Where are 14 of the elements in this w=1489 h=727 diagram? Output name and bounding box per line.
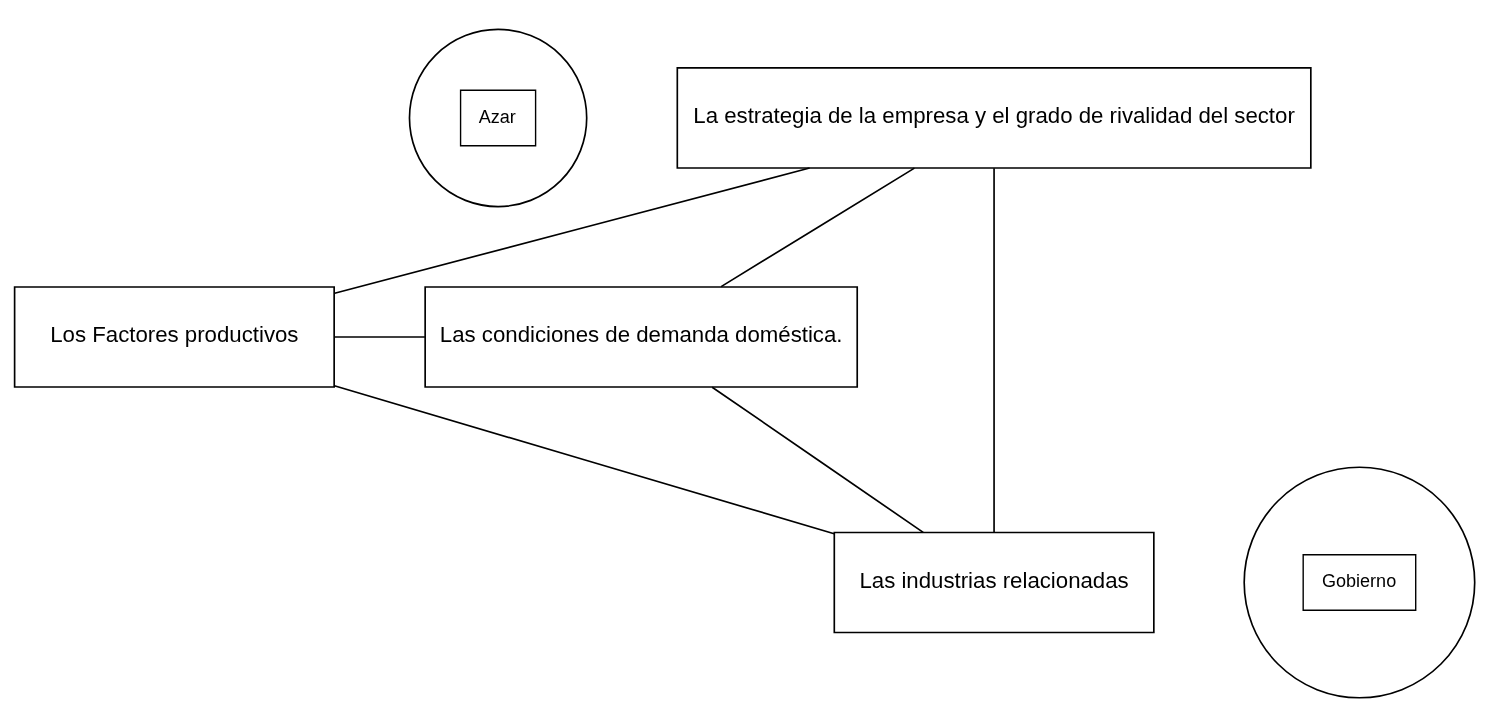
node-box: Las condiciones de demanda doméstica.	[424, 286, 859, 388]
connector	[711, 386, 925, 534]
node-box: Las industrias relacionadas	[833, 531, 1155, 634]
connector	[333, 167, 811, 295]
connector	[720, 167, 916, 288]
cluster	[1243, 466, 1476, 699]
node-text: Gobierno	[1321, 571, 1397, 592]
connector	[333, 384, 835, 535]
node-box: Los Factores productivos	[13, 286, 335, 388]
cluster	[408, 28, 588, 208]
node-box: La estrategia de la empresa y el grado de rivalidad del sector	[676, 67, 1312, 169]
node-text: Azar	[478, 106, 516, 127]
connector	[993, 167, 995, 534]
connector	[333, 336, 426, 338]
